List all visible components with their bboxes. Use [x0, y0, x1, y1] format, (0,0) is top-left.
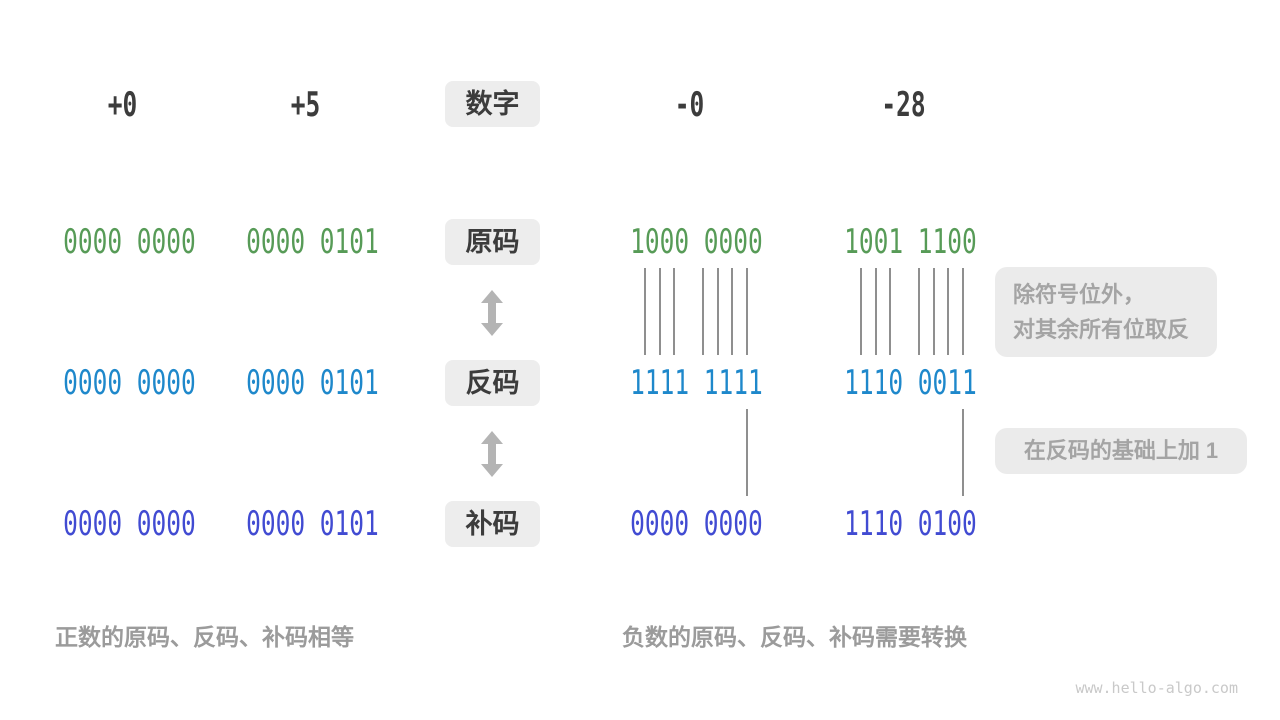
bit-link-line	[746, 268, 748, 355]
twos-complement-plus0: 0000 0000	[63, 504, 196, 544]
sign-magnitude-minus28: 1001 1100	[844, 222, 977, 262]
bit-link-line	[702, 268, 704, 355]
sign-magnitude-badge: 原码	[445, 219, 540, 265]
invert-bits-note-line1: 除符号位外，	[1013, 282, 1146, 307]
bit-link-line	[731, 268, 733, 355]
ones-complement-plus5: 0000 0101	[246, 363, 379, 403]
sign-magnitude-minus0: 1000 0000	[630, 222, 763, 262]
sign-magnitude-plus5: 0000 0101	[246, 222, 379, 262]
add-one-link-line	[746, 409, 748, 496]
up-down-arrow-icon	[481, 290, 503, 336]
header-number-plus5: +5	[290, 85, 321, 125]
up-down-arrow-icon	[481, 431, 503, 477]
positive-numbers-caption: 正数的原码、反码、补码相等	[55, 624, 354, 650]
header-number-minus28: -28	[881, 85, 926, 125]
ones-complement-badge: 反码	[445, 360, 540, 406]
bit-link-line	[644, 268, 646, 355]
ones-complement-minus0: 1111 1111	[630, 363, 763, 403]
bit-link-line	[932, 268, 935, 355]
twos-complement-minus28: 1110 0100	[844, 504, 977, 544]
header-number-minus0: -0	[674, 85, 705, 125]
add-one-link-line	[962, 409, 964, 496]
number-label-badge: 数字	[445, 81, 540, 127]
ones-complement-minus28: 1110 0011	[844, 363, 977, 403]
sign-magnitude-plus0: 0000 0000	[63, 222, 196, 262]
bit-link-line	[716, 268, 719, 355]
negative-numbers-caption: 负数的原码、反码、补码需要转换	[622, 624, 967, 650]
bit-link-line	[889, 268, 891, 355]
invert-bits-note-line2: 对其余所有位取反	[1013, 317, 1190, 342]
bit-link-line	[874, 268, 877, 355]
invert-bits-note: 除符号位外， 对其余所有位取反	[995, 267, 1217, 357]
twos-complement-plus5: 0000 0101	[246, 504, 379, 544]
bit-link-line	[918, 268, 920, 355]
add-one-note: 在反码的基础上加 1	[995, 428, 1247, 474]
twos-complement-minus0: 0000 0000	[630, 504, 763, 544]
bit-link-line	[947, 268, 949, 355]
ones-complement-plus0: 0000 0000	[63, 363, 196, 403]
watermark: www.hello-algo.com	[1075, 679, 1238, 697]
bit-link-line	[860, 268, 862, 355]
bit-link-line	[673, 268, 675, 355]
twos-complement-badge: 补码	[445, 501, 540, 547]
bit-link-line	[962, 268, 964, 355]
bit-link-line	[658, 268, 661, 355]
header-number-plus0: +0	[107, 85, 138, 125]
